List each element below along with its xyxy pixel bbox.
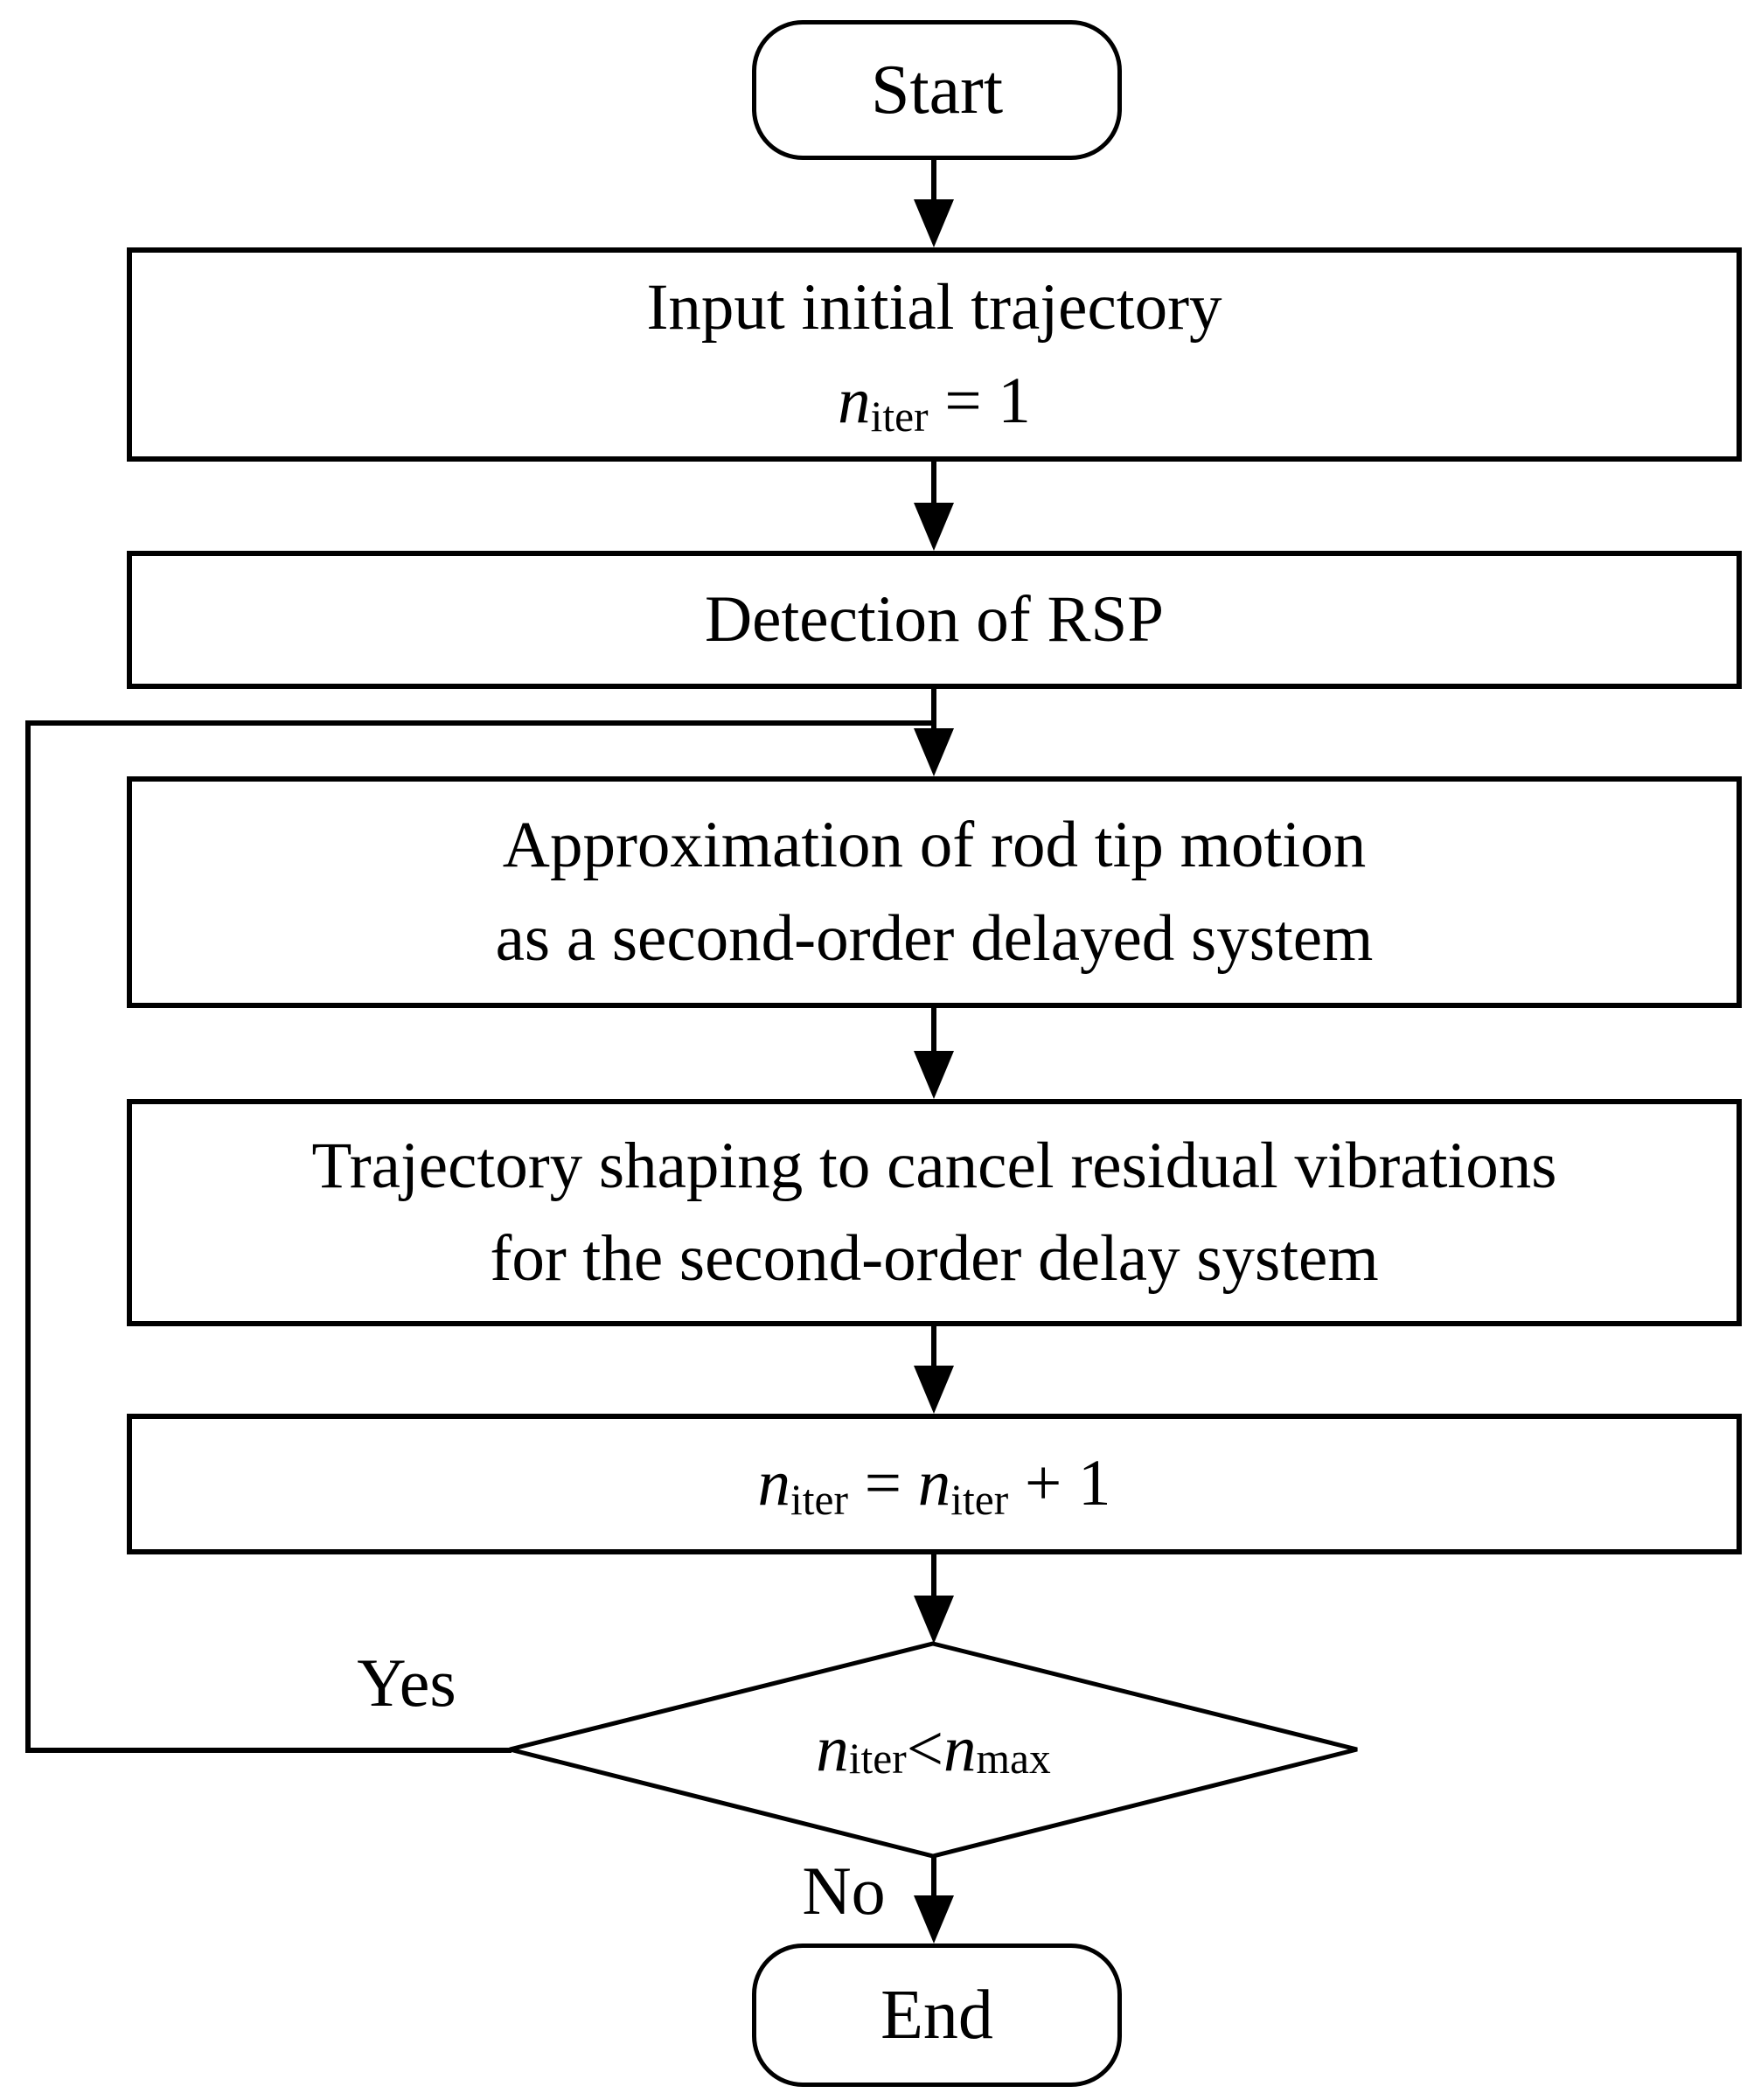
- arrow-down-icon: [914, 1366, 954, 1414]
- end-label: End: [880, 1976, 993, 2054]
- loop-back-line-bottom: [25, 1748, 512, 1753]
- process-iteration-increment: niter = niter + 1: [127, 1414, 1742, 1554]
- connector-increment-to-decision: [931, 1554, 936, 1604]
- box-text-line: niter = 1: [838, 364, 1031, 442]
- connector-approximation-to-shaping: [931, 1008, 936, 1060]
- box-text-line: for the second-order delay system: [490, 1222, 1379, 1295]
- loop-back-line-left: [25, 720, 31, 1753]
- start-terminator: Start: [752, 20, 1122, 160]
- loop-back-line-top: [25, 720, 936, 726]
- box-text-line: Trajectory shaping to cancel residual vi…: [311, 1129, 1557, 1202]
- arrow-down-icon: [914, 1895, 954, 1944]
- box-text-line: Detection of RSP: [705, 582, 1164, 656]
- connector-decision-to-end: [931, 1856, 936, 1904]
- process-approximation: Approximation of rod tip motion as a sec…: [127, 776, 1742, 1008]
- box-text-line: niter = niter + 1: [757, 1447, 1111, 1525]
- box-text-line: Approximation of rod tip motion: [502, 809, 1367, 881]
- arrow-down-icon: [914, 199, 954, 247]
- edge-label-yes: Yes: [357, 1645, 456, 1721]
- connector-start-to-input: [931, 160, 936, 208]
- process-detection-of-rsp: Detection of RSP: [127, 551, 1742, 689]
- start-label: Start: [870, 51, 1004, 129]
- end-terminator: End: [752, 1944, 1122, 2087]
- edge-label-no: No: [802, 1853, 886, 1929]
- process-trajectory-shaping: Trajectory shaping to cancel residual vi…: [127, 1099, 1742, 1326]
- connector-input-to-detection: [931, 462, 936, 511]
- arrow-down-icon: [914, 1051, 954, 1099]
- arrow-down-icon: [914, 1596, 954, 1644]
- arrow-down-icon: [914, 503, 954, 551]
- arrow-down-icon: [914, 728, 954, 776]
- connector-shaping-to-increment: [931, 1326, 936, 1374]
- process-input-initial-trajectory: Input initial trajectory niter = 1: [127, 247, 1742, 462]
- box-text-line: Input initial trajectory: [646, 271, 1222, 344]
- box-text-line: as a second-order delayed system: [495, 901, 1374, 975]
- connector-detection-to-approximation: [931, 689, 936, 737]
